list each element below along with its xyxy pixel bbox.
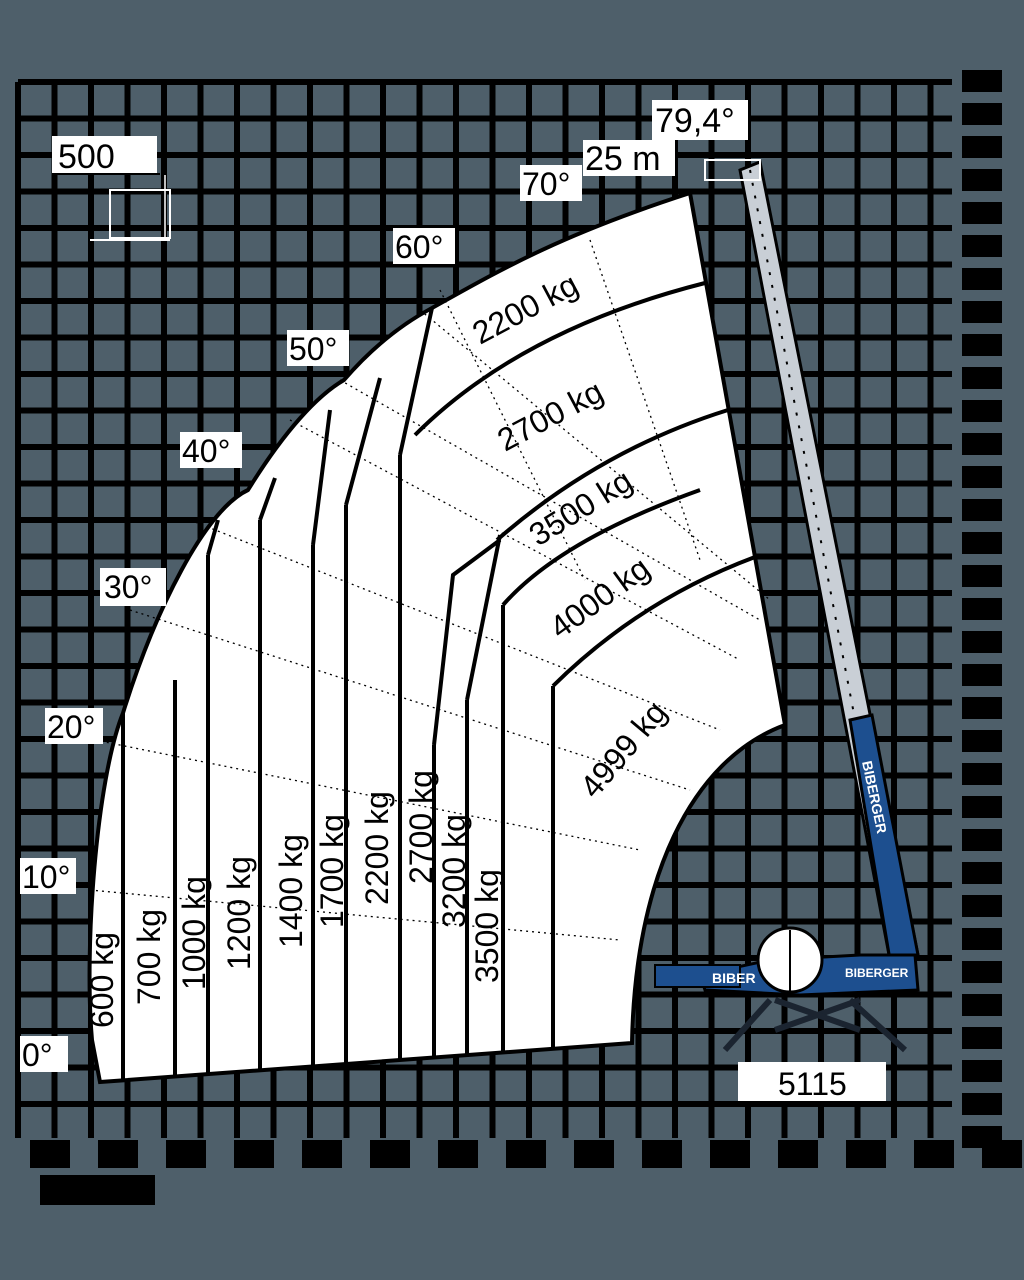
bottom-axis-tick (778, 1140, 818, 1168)
arc-line-2 (495, 408, 729, 542)
column-load-label-6: 1700 kg (314, 814, 350, 928)
bottom-axis-tick (846, 1140, 886, 1168)
right-axis-tick (962, 631, 1002, 653)
angle-label-0: 0° (22, 1037, 53, 1073)
scale-icon (52, 136, 171, 241)
column-line-7 (398, 307, 434, 1060)
load-envelope (87, 190, 788, 1085)
angle-label-50: 50° (289, 331, 337, 367)
angle-label-70: 70° (522, 166, 570, 202)
angle-label-30: 30° (104, 569, 152, 605)
bottom-axis-tick (710, 1140, 750, 1168)
outrigger-dimension: 5115 (778, 1066, 847, 1102)
right-axis-tick (962, 532, 1002, 554)
right-axis-tick (962, 598, 1002, 620)
right-axis-tick (962, 565, 1002, 587)
right-axis-tick (962, 763, 1002, 785)
max-height-label: 25 m (585, 140, 661, 178)
column-load-label-7: 2200 kg (359, 791, 395, 905)
right-axis-tick (962, 235, 1002, 257)
right-axis-tick (962, 1093, 1002, 1115)
bottom-axis-tick (982, 1140, 1022, 1168)
column-load-labels: 600 kg 700 kg 1000 kg 1200 kg 1400 kg 17… (84, 770, 505, 1028)
max-angle-label: 79,4° (655, 102, 735, 140)
crane-counterweight-arm (654, 964, 741, 988)
bottom-axis-tick (370, 1140, 410, 1168)
column-load-label-9: 3200 kg (436, 814, 472, 928)
bottom-axis-tick (30, 1140, 70, 1168)
column-load-label-2: 700 kg (131, 909, 167, 1005)
column-line-9 (465, 534, 502, 1055)
bottom-axis-marks (30, 1140, 1022, 1205)
angle-label-20: 20° (47, 709, 95, 745)
right-axis-tick (962, 796, 1002, 818)
right-axis-tick (962, 862, 1002, 884)
right-axis-tick (962, 466, 1002, 488)
angle-label-40: 40° (182, 433, 230, 469)
right-axis-tick (962, 103, 1002, 125)
column-line-3 (206, 519, 220, 1074)
column-load-label-3: 1000 kg (176, 876, 212, 990)
crane-body-brand: BIBERGER (845, 966, 909, 980)
right-axis-tick (962, 202, 1002, 224)
bottom-axis-tick (234, 1140, 274, 1168)
bottom-axis-tick (302, 1140, 342, 1168)
right-axis-tick (962, 895, 1002, 917)
right-axis-tick (962, 829, 1002, 851)
right-axis-tick (962, 1027, 1002, 1049)
arc-line-1 (413, 281, 706, 437)
column-load-label-10: 3500 kg (469, 869, 505, 983)
right-axis-tick (962, 1060, 1002, 1082)
column-load-label-5: 1400 kg (273, 834, 309, 948)
crane-counterweight-brand: BIBER (712, 970, 756, 986)
column-load-label-8: 2700 kg (403, 770, 439, 884)
base-dimension: 5115 (738, 1062, 886, 1103)
angle-label-60: 60° (395, 229, 443, 265)
right-axis-tick (962, 301, 1002, 323)
right-axis-tick (962, 961, 1002, 983)
crane-boom-lower (848, 713, 920, 962)
column-line-8 (432, 538, 502, 1057)
scale-value: 500 (58, 138, 115, 176)
bottom-axis-tick (166, 1140, 206, 1168)
right-axis-marks (962, 70, 1002, 1148)
bottom-axis-tick (914, 1140, 954, 1168)
column-load-label-4: 1200 kg (221, 856, 257, 970)
right-axis-tick (962, 268, 1002, 290)
angle-label-10: 10° (22, 859, 70, 895)
bottom-axis-tick (642, 1140, 682, 1168)
right-axis-tick (962, 730, 1002, 752)
bottom-axis-tick (574, 1140, 614, 1168)
right-axis-tick (962, 928, 1002, 950)
column-boundaries (121, 281, 756, 1080)
right-axis-tick (962, 433, 1002, 455)
right-axis-tick (962, 334, 1002, 356)
right-axis-tick (962, 400, 1002, 422)
column-line-5 (311, 409, 332, 1066)
column-line-6 (344, 377, 382, 1063)
angle-labels: 0° 10° 20° 30° 40° 50° 60° 70° (20, 165, 582, 1073)
bottom-axis-tick (438, 1140, 478, 1168)
right-axis-tick (962, 499, 1002, 521)
right-axis-tick (962, 136, 1002, 158)
right-axis-tick (962, 664, 1002, 686)
crane-illustration: BIBERGER BIBERGER BIBER (654, 159, 920, 1053)
radial-angle-lines (89, 239, 771, 941)
right-axis-tick (962, 994, 1002, 1016)
bottom-axis-tick (506, 1140, 546, 1168)
right-axis-tick (962, 70, 1002, 92)
column-line-4 (258, 477, 277, 1070)
right-axis-tick (962, 697, 1002, 719)
column-load-label-1: 600 kg (84, 932, 120, 1028)
column-line-10 (501, 488, 701, 1052)
right-axis-tick (962, 169, 1002, 191)
bottom-axis-tick (40, 1175, 155, 1205)
crane-outriggers (722, 997, 908, 1053)
right-axis-tick (962, 367, 1002, 389)
bottom-axis-tick (98, 1140, 138, 1168)
